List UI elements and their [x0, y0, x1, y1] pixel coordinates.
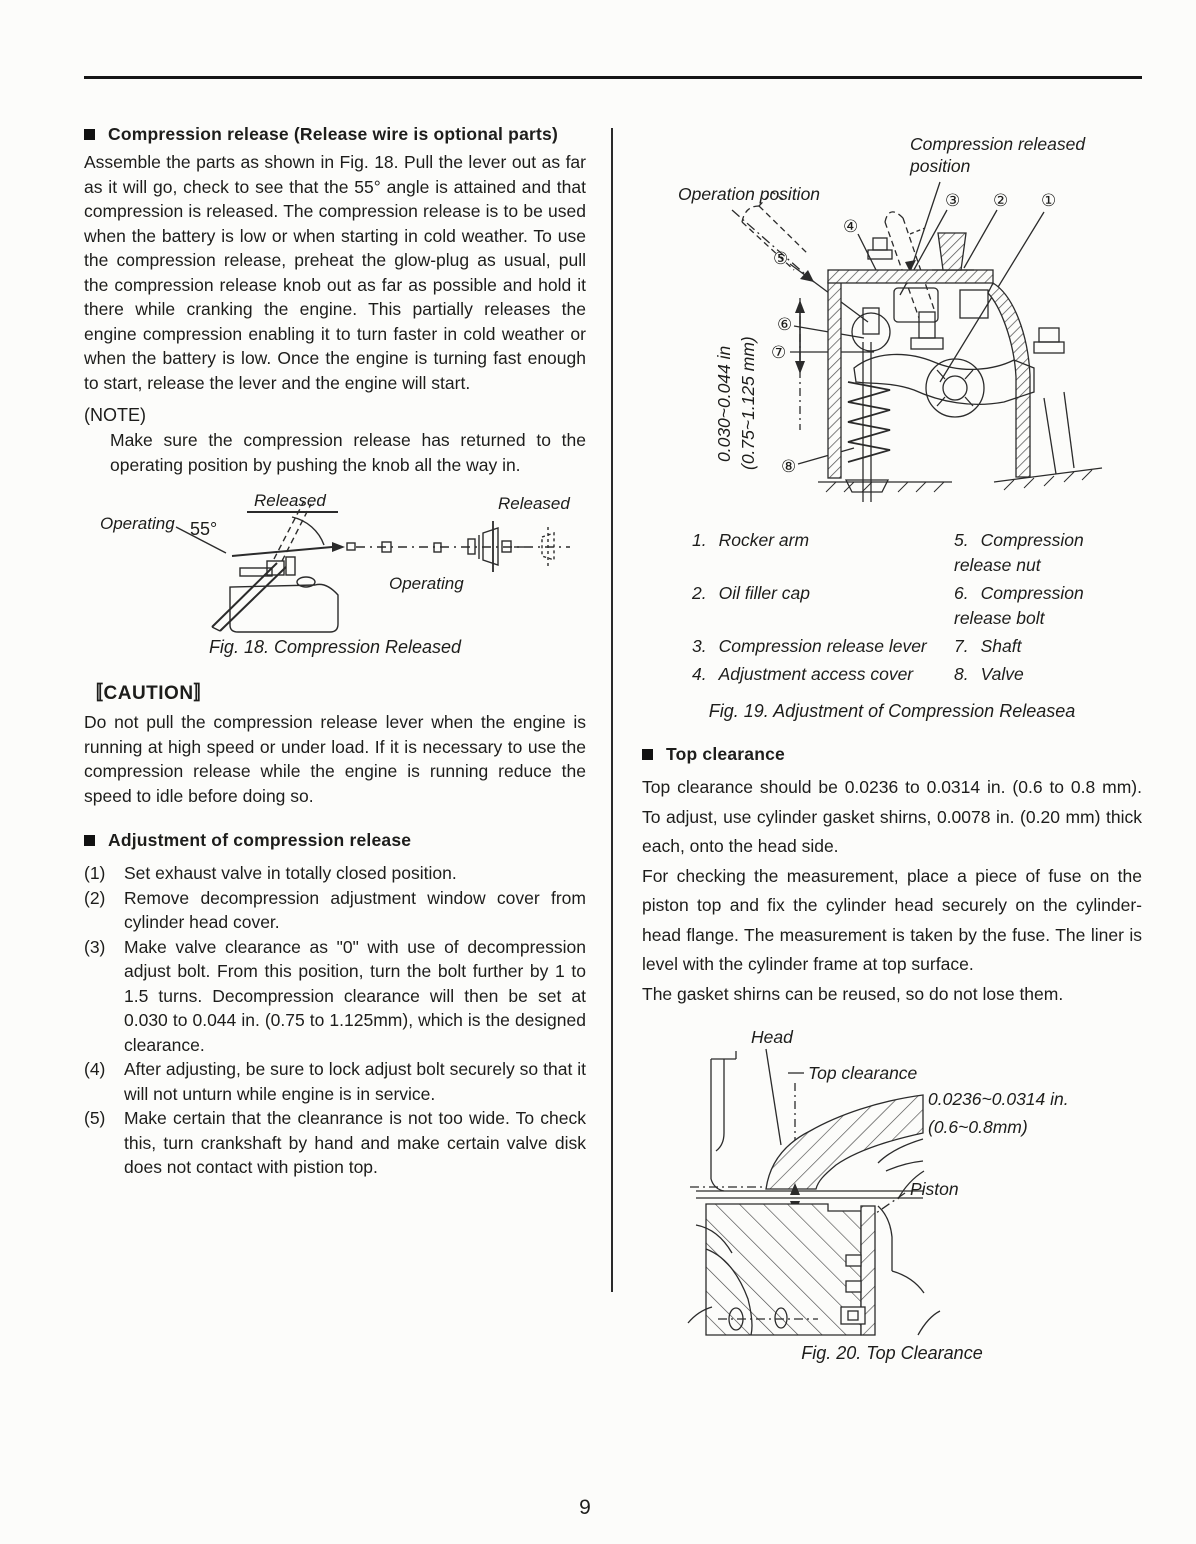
fig19-callout-2: ② — [993, 191, 1008, 210]
step-text: Remove decompression adjustment window c… — [124, 887, 586, 933]
section-heading-text: Adjustment of compression release — [108, 830, 412, 850]
list-item: (3) Make valve clearance as "0" with use … — [84, 935, 586, 1058]
top-clearance-paragraph-1: Top clearance should be 0.0236 to 0.0314… — [642, 777, 1142, 856]
part-name: Rocker arm — [718, 530, 810, 550]
note-paragraph: Make sure the compression release has re… — [110, 430, 586, 475]
part-item: 6.Compression release bolt — [954, 581, 1142, 631]
part-item: 3. Compression release lever — [692, 634, 954, 659]
caution-paragraph: Do not pull the compression release leve… — [84, 712, 586, 806]
fig19-callout-3: ③ — [945, 191, 960, 210]
fig19-callout-8: ⑧ — [781, 457, 796, 476]
part-item: 5.Compression release nut — [954, 528, 1142, 578]
section-heading-compression-release: Compression release (Release wire is opt… — [84, 124, 586, 145]
list-item: (2) Remove decompression adjustment windo… — [84, 886, 586, 935]
part-number: 4. — [692, 664, 707, 684]
list-item: (5) Make certain that the cleanrance is n… — [84, 1106, 586, 1180]
step-text: Make valve clearance as "0" with use of … — [124, 936, 586, 1055]
part-number: 1. — [692, 530, 707, 550]
step-text: After adjusting, be sure to lock adjust … — [124, 1059, 586, 1104]
figure-19-drawing: Compression released position Operation … — [678, 134, 1103, 502]
fig18-operating-left-label: Operating — [100, 514, 175, 533]
part-name: Compression release lever — [718, 636, 927, 656]
part-name: Oil filler cap — [718, 583, 811, 603]
figure-18-caption: Fig. 18. Compression Released — [208, 637, 462, 657]
fig19-released-position-label-line2: position — [909, 156, 970, 176]
fig19-operation-position-label: Operation position — [678, 184, 820, 204]
page-number: 9 — [579, 1496, 591, 1519]
fig19-callout-7: ⑦ — [771, 343, 786, 362]
fig20-piston-label: Piston — [910, 1179, 959, 1199]
part-item: 8. Valve — [954, 662, 1142, 687]
step-text: Make certain that the cleanrance is not … — [124, 1108, 586, 1177]
figure-20-caption: Fig. 20. Top Clearance — [801, 1343, 983, 1363]
fig19-callout-6: ⑥ — [777, 315, 792, 334]
step-number: (3) — [84, 936, 106, 957]
part-name: Compression release nut — [954, 530, 1084, 575]
section-heading-text: Compression release (Release wire is opt… — [108, 124, 559, 144]
figure-19-parts-list: 1. Rocker arm 5.Compression release nut 2… — [692, 528, 1142, 687]
figure-18-drawing: Operating 55° Released Released Operatin… — [100, 491, 570, 633]
part-number: 8. — [954, 664, 969, 684]
fig19-callout-1: ① — [1041, 191, 1056, 210]
figure-20-drawing: Head Top clearance 0.0236~0.0314 in. (0.… — [687, 1027, 1069, 1336]
section-heading-top-clearance: Top clearance — [642, 744, 1142, 765]
list-item: (1) Set exhaust valve in totally closed p… — [84, 861, 586, 886]
top-rule — [84, 76, 1142, 79]
square-bullet-icon — [84, 835, 95, 846]
part-item: 2. Oil filler cap — [692, 581, 954, 631]
part-item: 1. Rocker arm — [692, 528, 954, 578]
part-name: Adjustment access cover — [718, 664, 914, 684]
fig18-operating-bottom-label: Operating — [389, 574, 464, 593]
fig19-released-position-label-line1: Compression released — [910, 134, 1086, 154]
fig18-released-right-label: Released — [498, 494, 570, 513]
fig19-callout-4: ④ — [843, 217, 858, 236]
part-number: 6. — [954, 583, 969, 603]
right-column: Compression released position Operation … — [642, 130, 1142, 1364]
part-number: 7. — [954, 636, 969, 656]
part-name: Compression release bolt — [954, 583, 1084, 628]
fig19-dimension-label-line2: (0.75~1.125 mm) — [738, 336, 758, 470]
fig19-callout-5: ⑤ — [773, 249, 788, 268]
step-number: (5) — [84, 1108, 106, 1128]
figure-18: Operating 55° Released Released Operatin… — [84, 483, 586, 635]
fig20-top-clearance-label: Top clearance — [808, 1063, 918, 1083]
column-divider — [611, 128, 613, 1292]
part-item: 4. Adjustment access cover — [692, 662, 954, 687]
part-number: 2. — [692, 583, 707, 603]
top-clearance-paragraph-2: For checking the measurement, place a pi… — [642, 865, 1142, 975]
note-heading: (NOTE) — [84, 405, 146, 425]
figure-20: Head Top clearance 0.0236~0.0314 in. (0.… — [678, 1023, 1142, 1341]
step-number: (1) — [84, 863, 106, 883]
square-bullet-icon — [84, 129, 95, 140]
fig18-angle-label: 55° — [190, 519, 217, 539]
part-name: Shaft — [980, 636, 1022, 656]
section-heading-text: Top clearance — [666, 744, 785, 764]
square-bullet-icon — [642, 749, 653, 760]
step-number: (4) — [84, 1059, 106, 1079]
fig18-released-top-label: Released — [254, 491, 326, 510]
adjustment-steps: (1) Set exhaust valve in totally closed p… — [84, 861, 586, 1180]
fig19-dimension-label-line1: 0.030~0.044 in — [714, 346, 734, 462]
figure-19-caption: Fig. 19. Adjustment of Compression Relea… — [708, 701, 1076, 721]
section-heading-adjustment: Adjustment of compression release — [84, 830, 586, 851]
part-number: 5. — [954, 530, 969, 550]
left-column: Compression release (Release wire is opt… — [84, 124, 586, 1180]
part-name: Valve — [980, 664, 1024, 684]
fig20-dimension-inches: 0.0236~0.0314 in. — [928, 1089, 1069, 1109]
compression-release-paragraph: Assemble the parts as shown in Fig. 18. … — [84, 152, 586, 393]
list-item: (4) After adjusting, be sure to lock adju… — [84, 1057, 586, 1106]
fig20-head-label: Head — [751, 1027, 794, 1047]
fig20-dimension-mm: (0.6~0.8mm) — [928, 1117, 1028, 1137]
part-item: 7. Shaft — [954, 634, 1142, 659]
figure-19: Compression released position Operation … — [642, 130, 1142, 518]
caution-heading: 〚CAUTION〛 — [84, 683, 214, 704]
part-number: 3. — [692, 636, 707, 656]
step-number: (2) — [84, 887, 106, 908]
step-text: Set exhaust valve in totally closed posi… — [124, 863, 457, 883]
top-clearance-paragraph-3: The gasket shirns can be reused, so do n… — [642, 983, 1064, 1004]
